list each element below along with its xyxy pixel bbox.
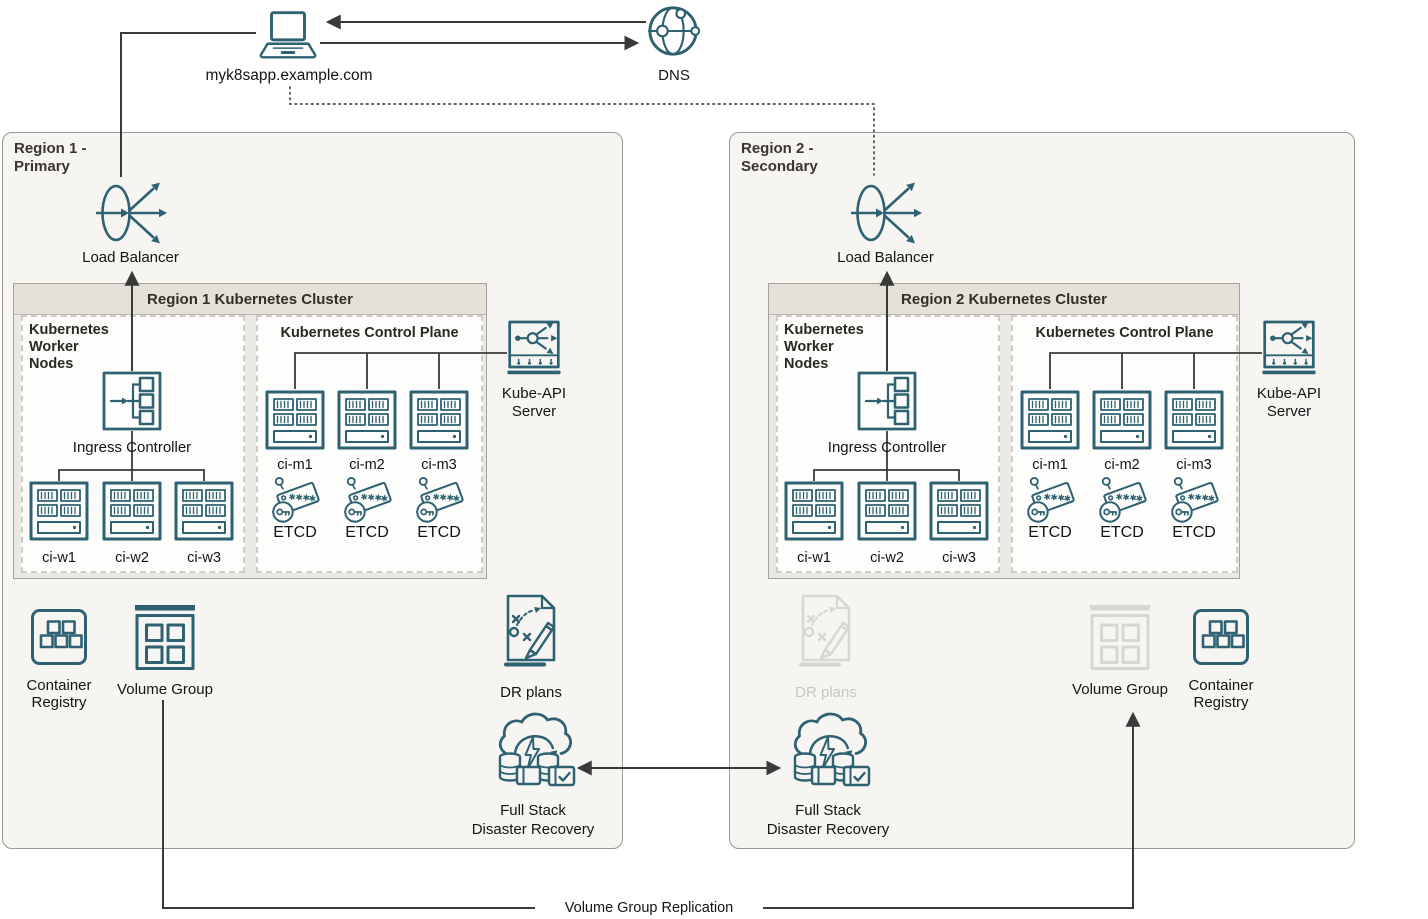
ingress-controller-label: Ingress Controller bbox=[827, 439, 947, 456]
dr-plans-icon bbox=[500, 594, 562, 678]
worker-node-label: ci-w3 bbox=[942, 550, 976, 566]
master-node-label: ci-m2 bbox=[349, 457, 385, 473]
kube-api-server-label: Kube-API Server bbox=[1256, 385, 1322, 420]
worker-node-icon bbox=[929, 481, 989, 541]
laptop-icon bbox=[256, 10, 320, 62]
dr-plans-label-disabled: DR plans bbox=[795, 684, 857, 701]
etcd-icon bbox=[1167, 474, 1221, 524]
client-hostname-label: myk8sapp.example.com bbox=[205, 67, 373, 84]
kube-api-server-icon bbox=[1262, 320, 1316, 378]
dr-plans-icon-disabled bbox=[795, 594, 857, 678]
etcd-label: ETCD bbox=[1028, 524, 1072, 541]
region2-cluster-title: Region 2 Kubernetes Cluster bbox=[901, 290, 1107, 308]
volume-group-icon-disabled bbox=[1089, 605, 1151, 671]
dr-plans-label: DR plans bbox=[500, 684, 562, 701]
full-stack-dr-icon bbox=[784, 707, 872, 795]
master-node-icon bbox=[265, 390, 325, 450]
volume-group-replication-label: Volume Group Replication bbox=[535, 900, 763, 917]
etcd-label: ETCD bbox=[345, 524, 389, 541]
master-node-icon bbox=[409, 390, 469, 450]
worker-node-label: ci-w2 bbox=[870, 550, 904, 566]
dns-label: DNS bbox=[658, 67, 690, 84]
ingress-controller-icon bbox=[102, 371, 162, 431]
master-node-icon bbox=[1020, 390, 1080, 450]
load-balancer-label: Load Balancer bbox=[82, 249, 179, 266]
kube-api-server-icon bbox=[507, 320, 561, 378]
etcd-icon bbox=[412, 474, 466, 524]
ingress-controller-label: Ingress Controller bbox=[72, 439, 192, 456]
worker-node-label: ci-w3 bbox=[187, 550, 221, 566]
master-node-icon bbox=[337, 390, 397, 450]
full-stack-dr-label: Full Stack Disaster Recovery bbox=[471, 802, 595, 838]
load-balancer-icon bbox=[96, 177, 168, 249]
ingress-controller-icon bbox=[857, 371, 917, 431]
volume-group-icon bbox=[134, 605, 196, 671]
volume-group-label: Volume Group bbox=[1072, 681, 1168, 698]
worker-node-icon bbox=[29, 481, 89, 541]
etcd-label: ETCD bbox=[1172, 524, 1216, 541]
etcd-label: ETCD bbox=[1100, 524, 1144, 541]
worker-node-label: ci-w1 bbox=[42, 550, 76, 566]
master-node-label: ci-m1 bbox=[277, 457, 313, 473]
kube-api-server-label: Kube-API Server bbox=[501, 385, 567, 420]
master-node-label: ci-m2 bbox=[1104, 457, 1140, 473]
etcd-label: ETCD bbox=[417, 524, 461, 541]
etcd-label: ETCD bbox=[273, 524, 317, 541]
etcd-icon bbox=[268, 474, 322, 524]
etcd-icon bbox=[340, 474, 394, 524]
region2-control-title: Kubernetes Control Plane bbox=[1035, 325, 1214, 341]
worker-node-label: ci-w2 bbox=[115, 550, 149, 566]
worker-node-icon bbox=[174, 481, 234, 541]
region2-cluster-header: Region 2 Kubernetes Cluster bbox=[769, 284, 1239, 315]
region1-cluster-title: Region 1 Kubernetes Cluster bbox=[147, 290, 353, 308]
region1-cluster-header: Region 1 Kubernetes Cluster bbox=[14, 284, 486, 315]
master-node-icon bbox=[1164, 390, 1224, 450]
worker-node-icon bbox=[102, 481, 162, 541]
region1-control-title: Kubernetes Control Plane bbox=[280, 325, 459, 341]
master-node-label: ci-m3 bbox=[1176, 457, 1212, 473]
region2-worker-title: Kubernetes Worker Nodes bbox=[784, 322, 864, 372]
worker-node-icon bbox=[857, 481, 917, 541]
load-balancer-label: Load Balancer bbox=[837, 249, 934, 266]
master-node-icon bbox=[1092, 390, 1152, 450]
etcd-icon bbox=[1023, 474, 1077, 524]
region1-title: Region 1 - Primary bbox=[14, 140, 87, 175]
full-stack-dr-label: Full Stack Disaster Recovery bbox=[766, 802, 890, 838]
master-node-label: ci-m1 bbox=[1032, 457, 1068, 473]
full-stack-dr-icon bbox=[489, 707, 577, 795]
etcd-icon bbox=[1095, 474, 1149, 524]
master-node-label: ci-m3 bbox=[421, 457, 457, 473]
container-registry-icon bbox=[30, 608, 88, 666]
dns-icon bbox=[646, 4, 702, 58]
container-registry-label: Container Registry bbox=[1188, 677, 1254, 711]
worker-node-label: ci-w1 bbox=[797, 550, 831, 566]
load-balancer-icon bbox=[851, 177, 923, 249]
volume-group-label: Volume Group bbox=[117, 681, 213, 698]
container-registry-icon bbox=[1192, 608, 1250, 666]
worker-node-icon bbox=[784, 481, 844, 541]
region2-title: Region 2 - Secondary bbox=[741, 140, 818, 175]
region1-worker-title: Kubernetes Worker Nodes bbox=[29, 322, 109, 372]
container-registry-label: Container Registry bbox=[26, 677, 92, 711]
